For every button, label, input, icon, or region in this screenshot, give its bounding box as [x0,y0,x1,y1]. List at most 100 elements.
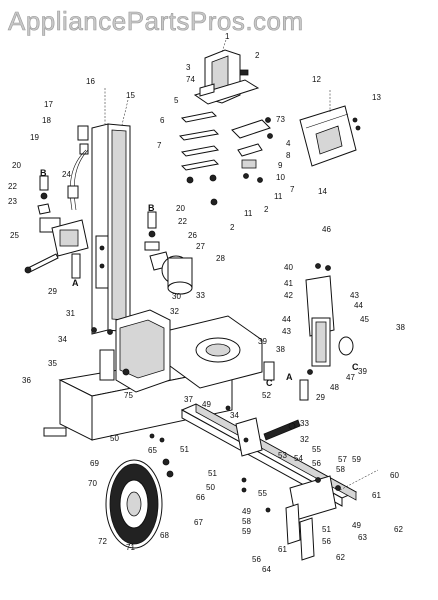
callout-2b: 2 [264,205,269,214]
callout-7: 7 [157,141,162,150]
callout-58b: 58 [242,517,251,526]
callout-9: 9 [278,161,283,170]
vertical-beam [91,88,131,335]
callout-26: 26 [188,231,197,240]
callout-2: 2 [255,51,260,60]
wedge-hardware [231,117,273,183]
callout-56c: 56 [252,555,261,564]
callout-13: 13 [372,93,381,102]
callout-67: 67 [194,518,203,527]
callout-39b: 39 [358,367,367,376]
callout-66: 66 [196,493,205,502]
callout-10: 10 [276,173,285,182]
callout-62a: 62 [394,525,403,534]
callout-34: 34 [58,335,67,344]
callout-31: 31 [66,309,75,318]
callout-45: 45 [360,315,369,324]
callout-40: 40 [284,263,293,272]
callout-59b: 59 [242,527,251,536]
callout-11a: 11 [274,192,283,201]
callout-43b: 43 [282,327,291,336]
callout-32b: 32 [300,435,309,444]
callout-35: 35 [48,359,57,368]
callout-22b: 22 [178,217,187,226]
callout-33: 33 [196,291,205,300]
callout-51c: 51 [322,525,331,534]
callout-56b: 56 [322,537,331,546]
misc-hardware [149,405,271,513]
callout-1: 1 [225,32,230,41]
callout-49c: 49 [242,507,251,516]
callout-38b: 38 [396,323,405,332]
callout-46: 46 [322,225,331,234]
callout-50a: 50 [110,434,119,443]
callout-27: 27 [196,242,205,251]
callout-29: 29 [48,287,57,296]
callout-14: 14 [318,187,327,196]
callout-6: 6 [160,116,165,125]
callout-59a: 59 [352,455,361,464]
foot-plate [169,315,263,389]
callout-25: 25 [10,231,19,240]
callout-20: 20 [12,161,21,170]
callout-A2: A [286,372,293,382]
callout-47: 47 [346,373,355,382]
callout-29b: 29 [316,393,325,402]
callout-74: 74 [186,75,195,84]
beam-rail [180,403,358,507]
cylinder-fittings [263,361,309,401]
callout-61a: 61 [372,491,381,500]
callout-72: 72 [98,537,107,546]
callout-44b: 44 [282,315,291,324]
callout-48: 48 [330,383,339,392]
callout-39: 39 [258,337,267,346]
callout-C: C [266,378,273,388]
callout-60: 60 [390,471,399,480]
callout-61b: 61 [278,545,287,554]
left-fittings [37,175,51,215]
callout-41: 41 [284,279,293,288]
wheel-assembly [105,458,174,549]
wedge-bracket-assembly [193,39,260,105]
callout-36: 36 [22,376,31,385]
callout-22: 22 [8,182,17,191]
spacer-plates [178,111,220,206]
callout-B2: B [148,203,155,213]
callout-A: A [72,278,79,288]
callout-63: 63 [358,533,367,542]
callout-4: 4 [286,139,291,148]
callout-51b: 51 [208,469,217,478]
pipe-nipple-a [71,253,81,279]
callout-23: 23 [8,197,17,206]
callout-73: 73 [276,115,285,124]
callout-7b: 7 [290,185,295,194]
callout-17: 17 [44,100,53,109]
control-valve [24,217,89,274]
callout-68: 68 [160,531,169,540]
callout-53: 53 [278,451,287,460]
callout-32: 32 [170,307,179,316]
callout-5: 5 [174,96,179,105]
callout-52: 52 [262,391,271,400]
callout-12: 12 [312,75,321,84]
wedge-block [235,417,301,457]
callout-55b: 55 [312,445,321,454]
callout-18: 18 [42,116,51,125]
callout-55a: 55 [258,489,267,498]
callout-49: 49 [202,400,211,409]
callout-38: 38 [276,345,285,354]
callout-65: 65 [148,446,157,455]
callout-71: 71 [126,543,135,552]
filter-pump-group [144,211,193,295]
callout-51a: 51 [180,445,189,454]
callout-2c: 2 [230,223,235,232]
callout-56a: 56 [312,459,321,468]
callout-24: 24 [62,170,71,179]
watermark-text: AppliancePartsPros.com [8,6,304,36]
callout-64: 64 [262,565,271,574]
callout-57: 57 [338,455,347,464]
callout-69: 69 [90,459,99,468]
callout-30: 30 [172,292,181,301]
callout-19: 19 [30,133,39,142]
